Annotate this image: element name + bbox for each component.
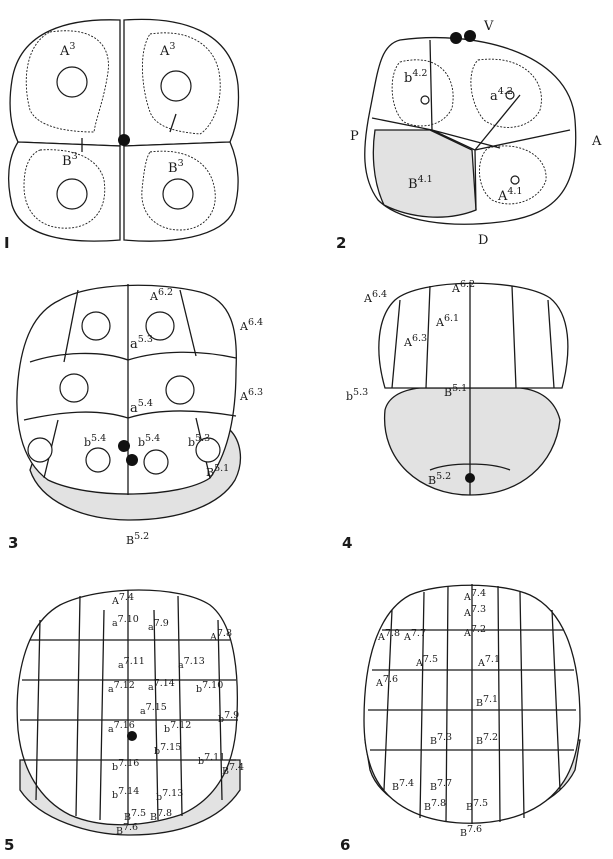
polar-body-2 [464, 30, 476, 42]
nucleus-4 [166, 376, 194, 404]
polar-body [465, 473, 475, 483]
figure-3-number: 3 [8, 534, 18, 552]
nucleus-A3-left [57, 67, 87, 97]
centrosome-A [511, 176, 519, 184]
polar-body-1 [118, 440, 130, 452]
axis-label-V: V [483, 19, 494, 34]
figure-3: A6.2 A6.4 A6.3 a5.3 a5.4 b5.4 b5.4 b5.3 … [8, 284, 263, 552]
nucleus-3 [60, 374, 88, 402]
figure-6-number: 6 [340, 836, 350, 854]
nucleus-1 [82, 312, 110, 340]
label-A6-3: A6.3 [239, 387, 263, 403]
label-A6-4: A6.4 [239, 317, 263, 333]
axis-label-P: P [350, 129, 359, 144]
figure-2-number: 2 [336, 234, 346, 252]
label-B5-2: B5.2 [126, 531, 149, 547]
figure-4: A6.2 A6.4 A6.1 A6.3 B5.1 b5.3 B5.2 4 [342, 279, 568, 552]
nucleus-7 [144, 450, 168, 474]
outline-outer [17, 285, 236, 494]
centrosome-b [421, 96, 429, 104]
figure-2: V P A D b4.2 a4.2 B4.1 A4.1 2 [336, 19, 602, 252]
label-A6-4: A6.4 [363, 289, 387, 305]
nucleus-A3-right [161, 71, 191, 101]
figure-1: A3 A3 B3 B3 I [4, 19, 239, 252]
figure-1-number: I [4, 234, 10, 252]
figure-4-number: 4 [342, 534, 352, 552]
polar-body [118, 134, 130, 146]
figure-6: A7.4 A7.3 A7.2 A7.8 A7.7 A7.5 A7.1 A7.6 … [340, 584, 580, 854]
axis-label-D: D [478, 233, 488, 248]
nucleus-B3-left [57, 179, 87, 209]
nucleus-B3-right [163, 179, 193, 209]
figure-5-number: 5 [4, 836, 14, 854]
polar-body [127, 731, 137, 741]
polar-body-2 [126, 454, 138, 466]
figure-5: A7.4 a7.10 a7.9 A7.8 a7.11 a7.13 a7.12 a… [4, 590, 244, 854]
label-b5-3: b5.3 [346, 387, 368, 403]
nucleus-5 [28, 438, 52, 462]
nucleus-6 [86, 448, 110, 472]
polar-body-1 [450, 32, 462, 44]
label-B7-6: B7.6 [460, 824, 482, 839]
axis-label-A: A [591, 134, 602, 149]
